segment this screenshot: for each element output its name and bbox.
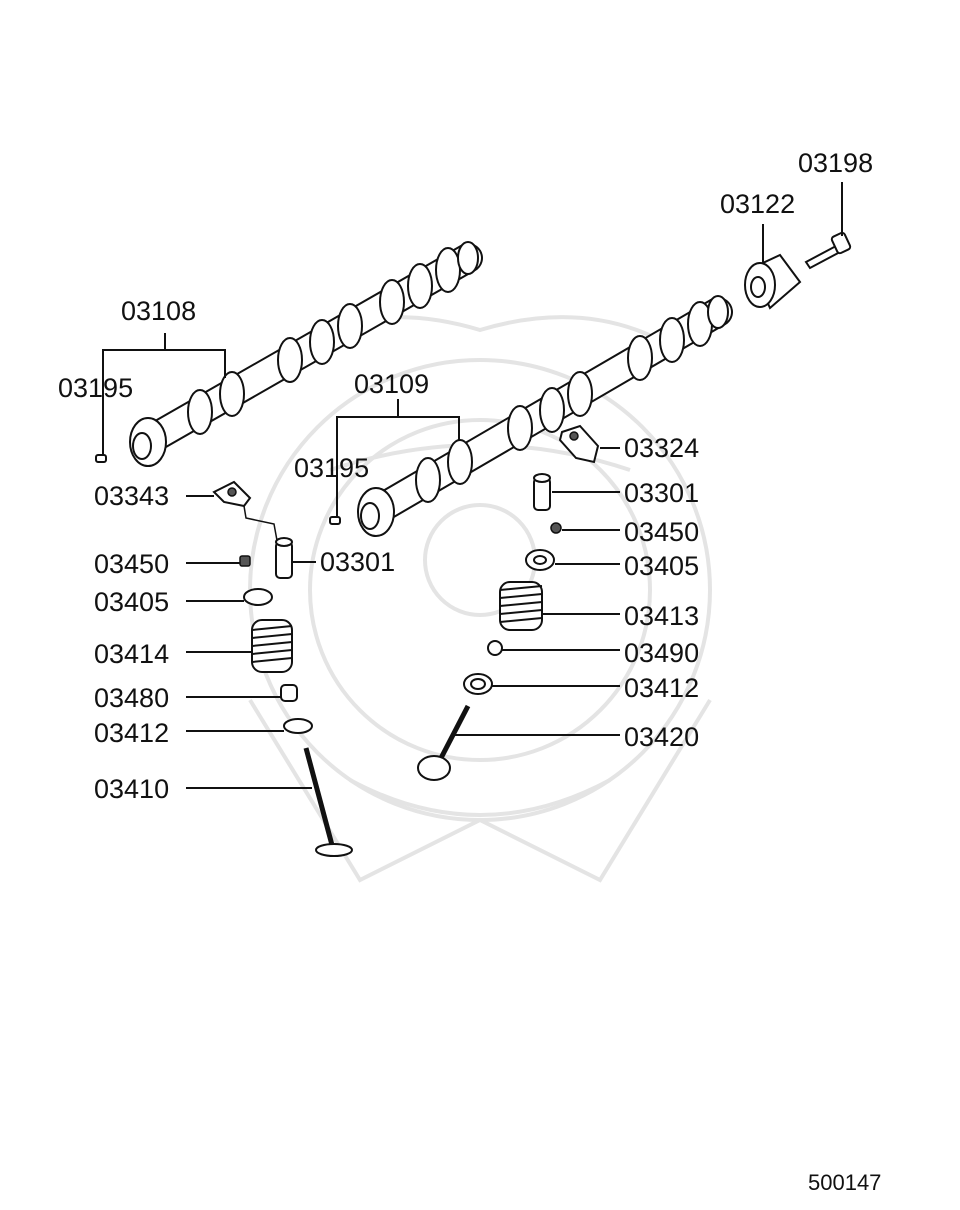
label-03420: 03420 — [624, 722, 699, 752]
label-03405-right: 03405 — [624, 551, 699, 581]
label-03195-right: 03195 — [294, 453, 369, 483]
label-03480: 03480 — [94, 683, 169, 713]
label-03301-left: 03301 — [320, 547, 395, 577]
label-03122: 03122 — [720, 189, 795, 219]
pin-right-image — [329, 516, 341, 525]
label-03450-left: 03450 — [94, 549, 169, 579]
label-03414: 03414 — [94, 639, 169, 669]
bolt-image — [804, 231, 852, 270]
label-03413: 03413 — [624, 601, 699, 631]
valve-right-image — [417, 704, 471, 781]
pin-left-image — [95, 454, 107, 463]
lash-adjuster-left-image — [275, 537, 293, 579]
spring-left-image — [251, 619, 293, 673]
label-03410: 03410 — [94, 774, 169, 804]
label-03195-left: 03195 — [58, 373, 133, 403]
cap-left-image — [239, 555, 251, 567]
cap-right-image — [550, 522, 562, 534]
seal-left-image — [280, 684, 298, 702]
leader-lines — [102, 182, 843, 789]
label-03301-right: 03301 — [624, 478, 699, 508]
label-03412-left: 03412 — [94, 718, 169, 748]
seat-left-image — [283, 718, 313, 734]
label-03405-left: 03405 — [94, 587, 169, 617]
seal-right-image — [487, 640, 503, 656]
label-03324: 03324 — [624, 433, 699, 463]
label-03108: 03108 — [121, 296, 196, 326]
label-03412-right: 03412 — [624, 673, 699, 703]
diagram-code: 500147 — [808, 1170, 881, 1195]
lash-adjuster-right-image — [533, 473, 551, 511]
label-03343: 03343 — [94, 481, 169, 511]
rocker-arm-left-image — [212, 480, 279, 547]
label-03109: 03109 — [354, 369, 429, 399]
camshaft-right-image — [357, 295, 733, 537]
label-03198: 03198 — [798, 148, 873, 178]
sprocket-image — [744, 253, 802, 310]
label-03450-right: 03450 — [624, 517, 699, 547]
spring-right-image — [499, 581, 543, 631]
valve-left-image — [303, 747, 353, 857]
camshaft-left-image — [129, 241, 483, 467]
seat-right-image — [463, 673, 493, 695]
retainer-left-image — [243, 588, 273, 606]
rocker-arm-right-image — [558, 424, 600, 464]
retainer-right-image — [525, 549, 555, 571]
label-03490: 03490 — [624, 638, 699, 668]
